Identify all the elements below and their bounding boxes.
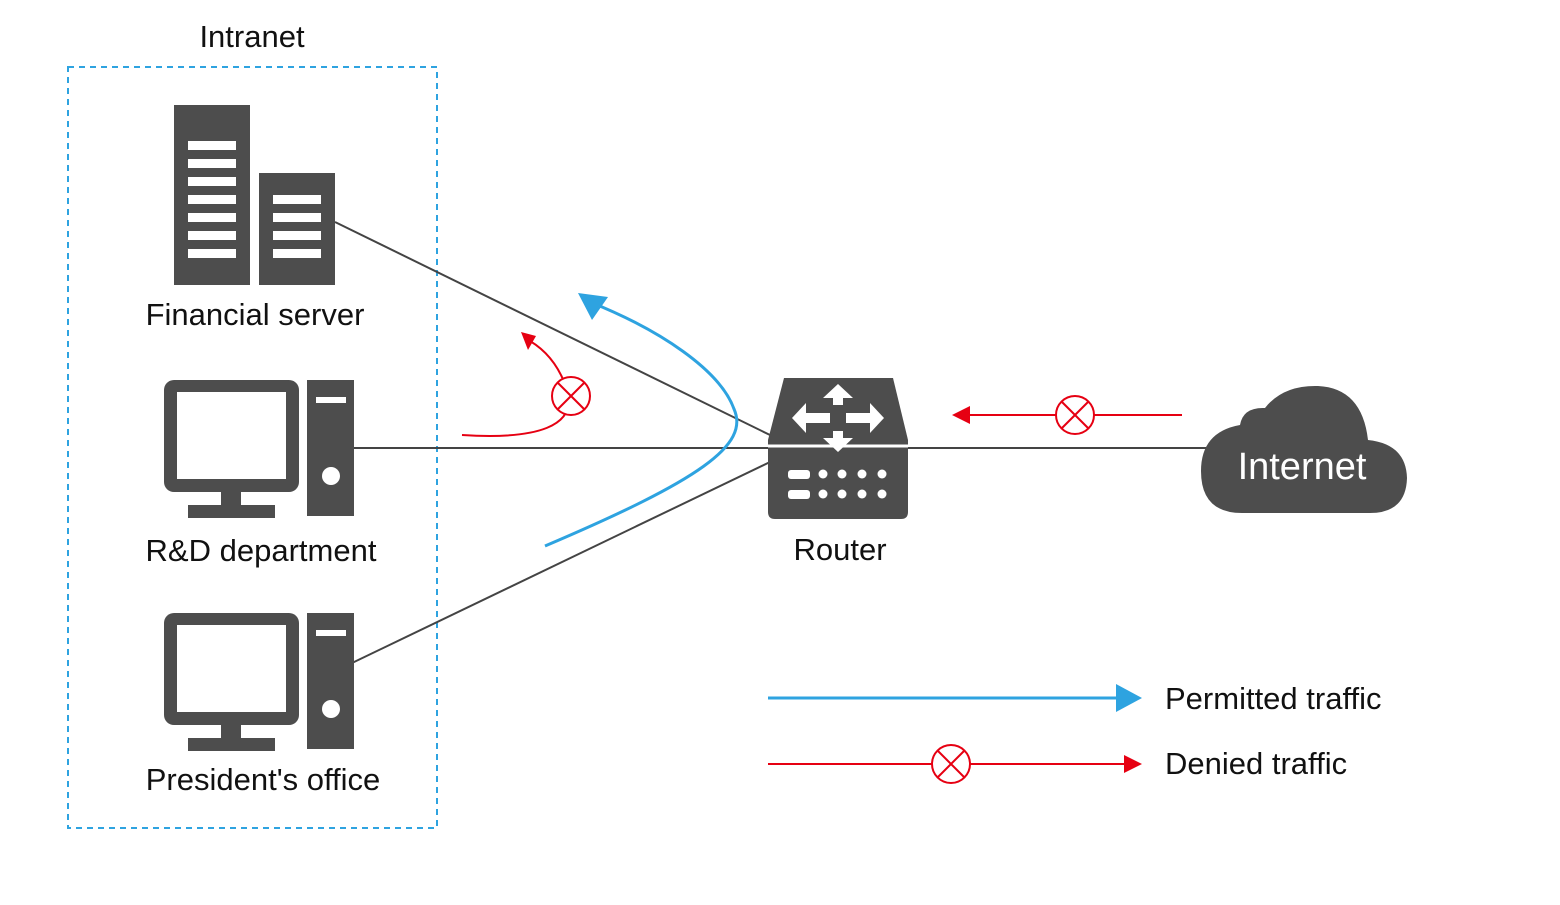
intranet-title: Intranet	[199, 19, 305, 54]
internet-cloud-icon[interactable]	[1201, 385, 1407, 513]
legend-denied	[768, 744, 1142, 784]
legend-denied-label: Denied traffic	[1165, 746, 1347, 781]
router-icon[interactable]	[768, 378, 908, 519]
denied-intranet-block-icon	[551, 376, 591, 416]
presidents-office-label: President's office	[146, 762, 381, 797]
link-financial-router	[334, 221, 771, 436]
permitted-traffic-arrowhead	[578, 293, 608, 320]
permitted-traffic-curve	[544, 300, 739, 548]
router-label: Router	[793, 532, 886, 567]
financial-server-icon[interactable]	[174, 105, 335, 285]
rd-department-pc-icon[interactable]	[164, 380, 354, 518]
denied-intranet-arrowhead	[521, 332, 536, 350]
network-links	[334, 221, 1215, 664]
legend-permitted	[768, 684, 1142, 712]
financial-server-label: Financial server	[146, 297, 365, 332]
internet-label: Internet	[1238, 446, 1367, 488]
rd-department-label: R&D department	[146, 533, 377, 568]
legend-permitted-label: Permitted traffic	[1165, 681, 1382, 716]
denied-internet-arrowhead	[952, 406, 970, 424]
denied-internet-block-icon	[1055, 395, 1095, 435]
presidents-office-pc-icon[interactable]	[164, 613, 354, 751]
link-president-router	[351, 461, 771, 664]
